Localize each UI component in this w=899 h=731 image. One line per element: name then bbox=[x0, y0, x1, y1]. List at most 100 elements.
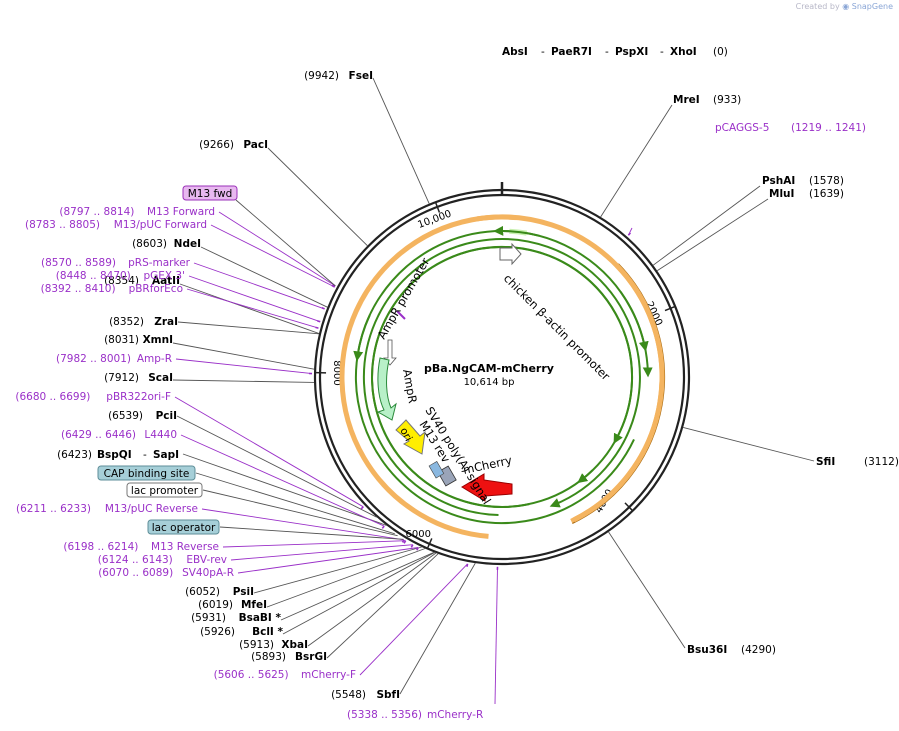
enzyme-label[interactable]: SapI bbox=[153, 449, 179, 461]
leader-line bbox=[399, 562, 476, 695]
enzyme-label[interactable]: PshAI bbox=[762, 175, 795, 187]
enzyme-absi[interactable]: AbsI bbox=[502, 46, 528, 58]
plasmid-name: pBa.NgCAM-mCherry bbox=[424, 362, 554, 375]
leader-line bbox=[494, 566, 498, 705]
top-enzyme-group: AbsI - PaeR7I - PspXI - XhoI (0) bbox=[502, 46, 728, 58]
site-mark bbox=[466, 563, 469, 567]
enzyme-label[interactable]: SfiI bbox=[816, 456, 835, 468]
tick-line bbox=[427, 538, 433, 548]
leader-line bbox=[195, 472, 395, 535]
primer-range: (8448 .. 8470) bbox=[56, 270, 131, 282]
enzyme-label[interactable]: PacI bbox=[243, 139, 268, 151]
enzyme-position: (1578) bbox=[809, 175, 844, 187]
enzyme-label[interactable]: ScaI bbox=[148, 372, 173, 384]
feature-box[interactable] bbox=[182, 185, 238, 201]
leader-line bbox=[174, 396, 364, 508]
feature-box-label: CAP binding site bbox=[104, 468, 190, 480]
leader-line bbox=[280, 551, 435, 621]
enzyme-label[interactable]: BsrGI bbox=[295, 651, 327, 663]
enzyme-label[interactable]: FseI bbox=[349, 70, 373, 82]
primer-range: (8797 .. 8814) bbox=[59, 206, 134, 218]
leader-line bbox=[200, 246, 328, 308]
enzyme-label[interactable]: BspQI bbox=[97, 449, 132, 461]
enzyme-pspxi[interactable]: PspXI bbox=[615, 46, 648, 58]
tick-line bbox=[435, 202, 441, 213]
leader-line bbox=[237, 547, 419, 574]
enzyme-position: (1639) bbox=[809, 188, 844, 200]
separator: - bbox=[605, 46, 609, 58]
primer-label[interactable]: pBR322ori-F bbox=[106, 391, 171, 403]
leader-line bbox=[359, 563, 468, 676]
site-mark bbox=[627, 232, 632, 236]
lac-operator-icon bbox=[428, 461, 445, 479]
enzyme-position: (5926) bbox=[200, 626, 235, 638]
leader-line bbox=[608, 531, 686, 649]
enzyme-label[interactable]: BsaBI * bbox=[239, 612, 282, 624]
leader-line bbox=[682, 426, 815, 462]
primer-label[interactable]: pGEX 3' bbox=[143, 270, 185, 282]
primer-range: (6429 .. 6446) bbox=[61, 429, 136, 441]
leader-line bbox=[235, 199, 336, 287]
enzyme-label[interactable]: ZraI bbox=[154, 316, 178, 328]
enzyme-label[interactable]: SbfI bbox=[376, 689, 400, 701]
enzyme-position: (8031) bbox=[104, 334, 139, 346]
primer-label[interactable]: M13 Forward bbox=[147, 206, 215, 218]
primer-label[interactable]: EBV-rev bbox=[186, 554, 227, 566]
primer-label[interactable]: pRS-marker bbox=[128, 257, 191, 269]
enzyme-position: (6019) bbox=[198, 599, 233, 611]
features bbox=[339, 214, 666, 539]
ori-arrow-icon bbox=[395, 419, 426, 455]
leader-line bbox=[326, 553, 439, 659]
enzyme-label[interactable]: MluI bbox=[769, 188, 794, 200]
enzyme-position: (3112) bbox=[864, 456, 899, 468]
site-mark bbox=[315, 326, 319, 329]
primer-label[interactable]: Amp-R bbox=[137, 353, 172, 365]
feature-box-label: lac operator bbox=[152, 522, 216, 534]
primer-label[interactable]: M13/pUC Reverse bbox=[105, 503, 198, 515]
site-labels: MreI (933) PshAI (1578) MluI (1639) SfiI (3112)… bbox=[15, 70, 899, 721]
primer-label[interactable]: M13/pUC Forward bbox=[114, 219, 207, 231]
enzyme-label[interactable]: Bsu36I bbox=[687, 644, 727, 656]
enzyme-label[interactable]: NdeI bbox=[174, 238, 201, 250]
enzyme-label[interactable]: PsiI bbox=[233, 586, 254, 598]
snapgene-watermark: Created by ◉ SnapGene bbox=[796, 2, 893, 11]
sv40-label: SV40 poly(A) signal bbox=[422, 404, 493, 507]
enzyme-label[interactable]: XbaI bbox=[281, 639, 308, 651]
enzyme-label[interactable]: MreI bbox=[673, 94, 700, 106]
feature-box[interactable] bbox=[126, 482, 203, 498]
enzyme-position: (5931) bbox=[191, 612, 226, 624]
primer-label[interactable]: SV40pA-R bbox=[182, 567, 234, 579]
enzyme-position: (933) bbox=[713, 94, 741, 106]
enzyme-xhoi[interactable]: XhoI bbox=[670, 46, 697, 58]
ampr-label: AmpR bbox=[400, 368, 420, 404]
enzyme-label[interactable]: MfeI bbox=[241, 599, 267, 611]
primer-label[interactable]: mCherry-R bbox=[427, 709, 483, 721]
enzyme-label[interactable]: PciI bbox=[156, 410, 177, 422]
leader-line bbox=[222, 540, 406, 548]
primer-label[interactable]: M13 Reverse bbox=[151, 541, 219, 553]
primer-range: (5338 .. 5356) bbox=[347, 709, 422, 721]
leader-line bbox=[652, 185, 761, 266]
enzyme-position: (8603) bbox=[132, 238, 167, 250]
primer-label[interactable]: mCherry-F bbox=[301, 669, 356, 681]
enzyme-label[interactable]: XmnI bbox=[143, 334, 173, 346]
chicken-actin-arrow-icon bbox=[499, 242, 522, 266]
enzyme-position: (5913) bbox=[239, 639, 274, 651]
watermark-text: Created by bbox=[795, 2, 840, 11]
primer-label[interactable]: pBRforEco bbox=[129, 283, 183, 295]
enzyme-paer7i[interactable]: PaeR7I bbox=[551, 46, 592, 58]
enzyme-label[interactable]: AatII bbox=[152, 275, 180, 287]
separator: - bbox=[143, 449, 147, 461]
primer-label[interactable]: L4440 bbox=[144, 429, 177, 441]
site-mark bbox=[331, 284, 336, 288]
primer-range: (6070 .. 6089) bbox=[98, 567, 173, 579]
m13-fwd-inner-mark bbox=[396, 310, 406, 320]
leader-line bbox=[176, 415, 377, 518]
feature-box[interactable] bbox=[147, 519, 220, 535]
feature-box[interactable] bbox=[97, 465, 196, 481]
enzyme-label[interactable]: BclI * bbox=[252, 626, 283, 638]
primer-label[interactable]: pCAGGS-5 bbox=[715, 122, 769, 134]
primer-range: (8783 .. 8805) bbox=[25, 219, 100, 231]
leader-line bbox=[193, 262, 325, 310]
site-mark bbox=[317, 320, 321, 323]
